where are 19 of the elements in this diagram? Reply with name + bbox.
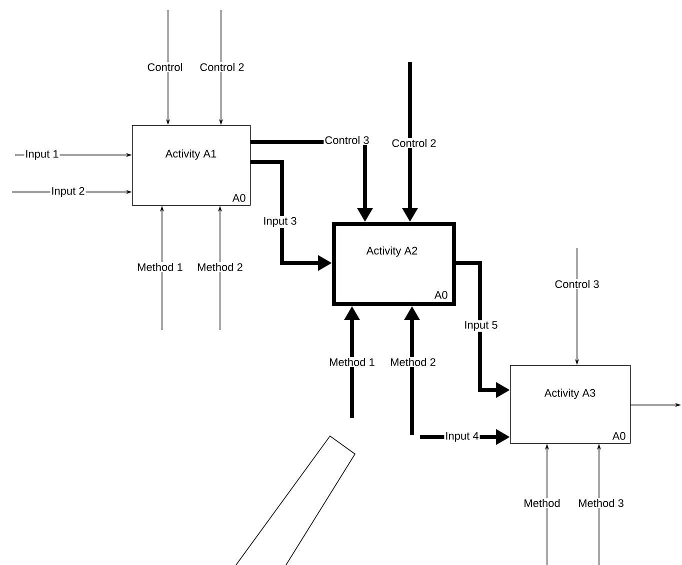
edge-label: Control 2 bbox=[390, 138, 438, 148]
edge-label: Method 3 bbox=[577, 498, 625, 508]
edge-label: Method 1 bbox=[328, 356, 376, 368]
edge-label: Input 5 bbox=[463, 320, 499, 332]
edge-label: Method bbox=[522, 498, 562, 508]
edge-label: Input 3 bbox=[262, 216, 298, 228]
activity-box: Activity A3 A0 bbox=[510, 365, 631, 444]
activity-box: Activity A1 A0 bbox=[132, 125, 251, 206]
activity-box: Activity A2 A0 bbox=[332, 222, 456, 306]
edge-label: Control bbox=[146, 62, 184, 72]
edge-label: Method 2 bbox=[389, 356, 437, 368]
edge-label: Control 3 bbox=[554, 278, 600, 290]
edge-label: Method 1 bbox=[136, 262, 184, 272]
edge-label: Control 2 bbox=[198, 62, 246, 72]
edge-label: Control 3 bbox=[324, 134, 370, 146]
edge-label: Method 2 bbox=[196, 262, 244, 272]
edge-label: Input 4 bbox=[444, 431, 480, 443]
edge-label: Input 1 bbox=[24, 149, 60, 161]
edge-label: Input 2 bbox=[50, 186, 86, 198]
